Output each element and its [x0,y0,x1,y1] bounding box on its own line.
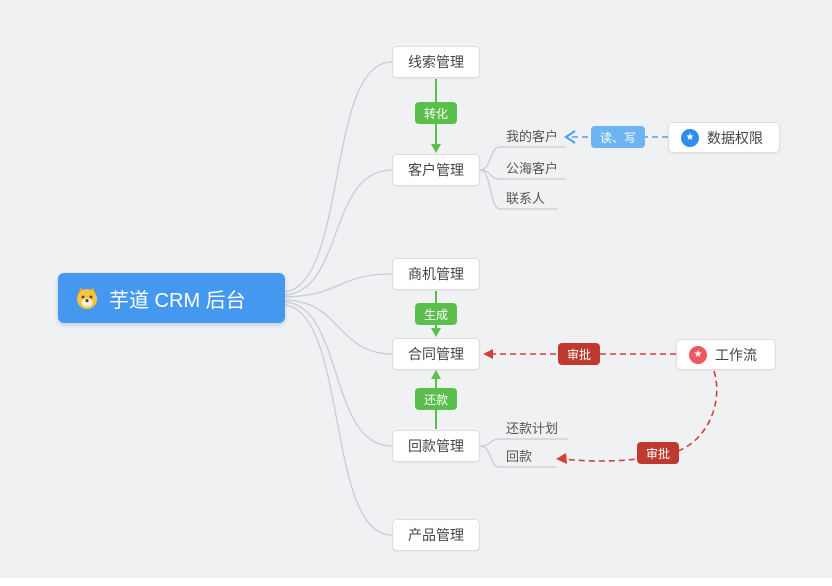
data-permission-label: 数据权限 [707,129,763,146]
badge-approve-receivable[interactable]: 审批 [636,442,680,464]
node-contracts[interactable]: 合同管理 [392,338,480,370]
node-products[interactable]: 产品管理 [392,519,480,551]
arrow-payment-approve-head [556,453,567,464]
edge-customers-contacts [479,169,558,210]
edge-root-contracts [284,299,393,355]
star-icon: ★ [689,345,707,364]
node-customers[interactable]: 客户管理 [392,154,480,186]
leaf-payment[interactable]: 回款 [506,449,533,464]
badge-convert[interactable]: 转化 [414,102,458,124]
node-receivables[interactable]: 回款管理 [392,430,480,462]
leaf-public-customers[interactable]: 公海客户 [506,161,559,176]
arrow-convert-head [431,144,441,153]
edge-receivables-payment [479,445,556,468]
arrow-permission-head [564,130,576,144]
edge-root-leads [284,61,393,293]
arrow-repay-head [431,370,441,379]
workflow-label: 工作流 [715,346,757,363]
node-opportunities[interactable]: 商机管理 [392,258,480,290]
node-leads[interactable]: 线索管理 [392,46,480,78]
star-icon: ★ [681,128,699,147]
edge-customers-my-customers [479,146,566,171]
badge-repay[interactable]: 还款 [414,388,458,410]
root-node-label: 芋道 CRM 后台 [109,289,246,312]
node-workflow[interactable]: ★ 工作流 [676,339,776,370]
edge-root-customers [284,169,393,296]
leaf-contacts[interactable]: 联系人 [506,191,546,206]
arrow-contract-approve-head [483,349,493,359]
dog-icon [74,285,100,311]
leaf-repayment-plan[interactable]: 还款计划 [506,421,559,436]
edge-root-products [284,304,393,536]
badge-read-write[interactable]: 读、写 [590,126,646,148]
edge-root-receivables [284,301,393,447]
root-node-crm[interactable]: 芋道 CRM 后台 [58,273,285,323]
badge-generate[interactable]: 生成 [414,303,458,325]
leaf-my-customers[interactable]: 我的客户 [506,129,559,144]
edge-root-opportunities [284,273,393,298]
badge-approve-contract[interactable]: 审批 [557,343,601,365]
arrow-generate-head [431,328,441,337]
edge-customers-public-customers [479,169,566,180]
edge-receivables-repayment-plan [479,438,568,447]
bottom-strip [0,578,832,586]
node-data-permission[interactable]: ★ 数据权限 [668,122,780,153]
